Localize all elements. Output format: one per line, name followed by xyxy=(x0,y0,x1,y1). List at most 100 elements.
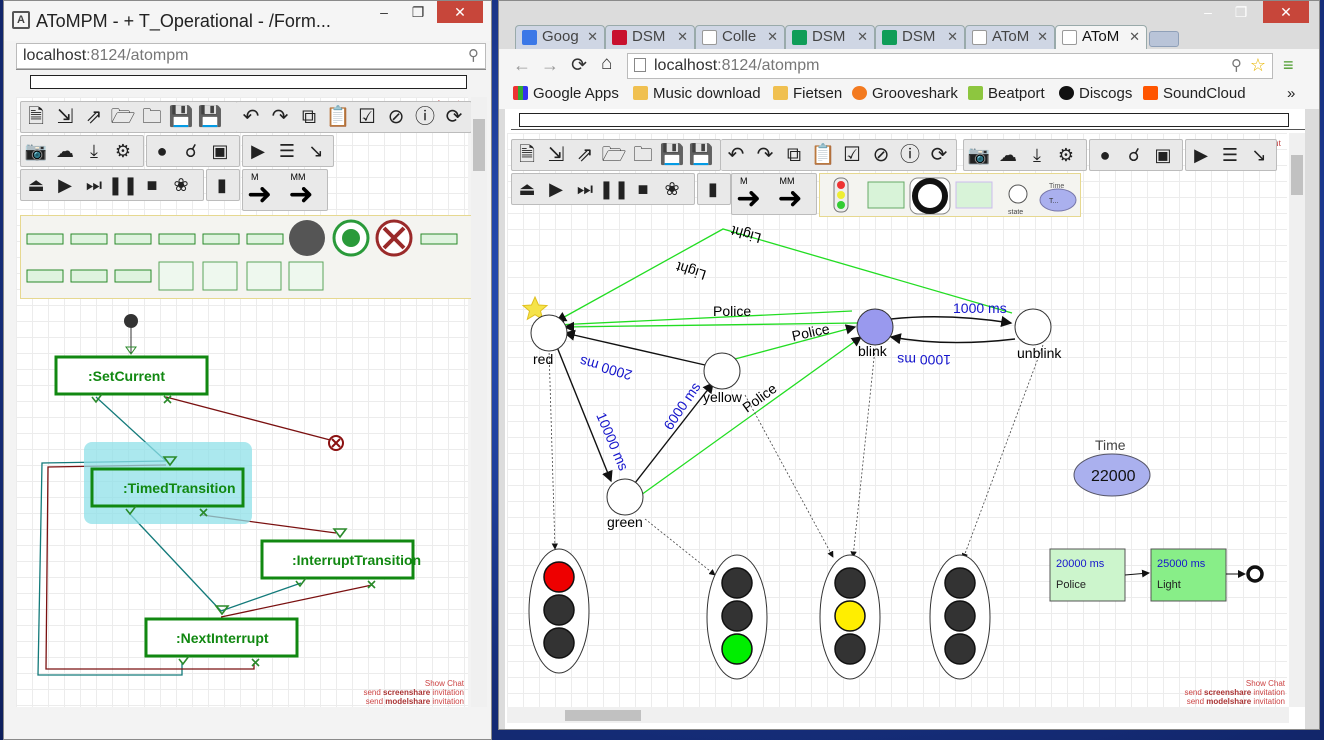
tab-1[interactable]: Goog✕ xyxy=(515,25,605,49)
layers-icon[interactable]: ☰ xyxy=(1221,145,1239,165)
chart-icon[interactable]: ▮ xyxy=(708,179,718,199)
refresh-icon[interactable]: ⟳ xyxy=(445,106,463,128)
download-icon[interactable]: ⤓ xyxy=(1033,145,1041,165)
debug-bug-icon[interactable]: ❀ xyxy=(173,175,189,195)
close-button[interactable]: ✕ xyxy=(1263,1,1309,23)
traffic-light-4[interactable] xyxy=(929,554,991,680)
m-arrow-button[interactable]: M ➜ xyxy=(734,175,773,215)
palette-block-1[interactable] xyxy=(158,261,194,291)
reload-icon[interactable]: ⟳ xyxy=(571,55,587,76)
close-tab-icon[interactable]: ✕ xyxy=(857,29,868,44)
traffic-light-2[interactable] xyxy=(706,554,768,680)
right-horizontal-scrollbar[interactable] xyxy=(507,707,1289,723)
palette-rect-icon[interactable] xyxy=(955,181,993,209)
bookmark-music-download[interactable]: Music download xyxy=(633,85,761,105)
rule-next-interrupt[interactable] xyxy=(144,617,299,658)
forward-icon[interactable]: → xyxy=(541,55,559,75)
open-folder-icon[interactable]: 🗁 xyxy=(110,106,136,128)
camera-icon[interactable]: 📷 xyxy=(967,145,991,165)
share-icon[interactable]: ☌ xyxy=(1127,145,1141,165)
chrome-menu-icon[interactable]: ≡ xyxy=(1283,55,1294,75)
right-vertical-scrollbar[interactable] xyxy=(1289,133,1305,707)
stop-icon[interactable]: ■ xyxy=(146,175,158,195)
bookmark-beatport[interactable]: Beatport xyxy=(968,85,1045,105)
shapes-icon[interactable]: ● xyxy=(1099,145,1111,165)
pause-icon[interactable]: ❚❚ xyxy=(107,175,139,195)
camera-icon[interactable]: 📷 xyxy=(24,141,48,161)
info-icon[interactable]: ⓘ xyxy=(900,144,920,166)
traffic-light-3[interactable] xyxy=(819,554,881,680)
show-chat-link[interactable]: Show Chat xyxy=(424,679,464,688)
save-as-icon[interactable]: 💾 xyxy=(197,106,223,128)
new-folder-icon[interactable]: 🗀 xyxy=(142,106,162,128)
m-arrow-button[interactable]: M ➜ xyxy=(245,171,284,211)
close-tab-icon[interactable]: ✕ xyxy=(1037,29,1048,44)
chart-icon[interactable]: ▮ xyxy=(217,175,227,195)
close-tab-icon[interactable]: ✕ xyxy=(1129,29,1140,44)
next-icon[interactable]: ▶ xyxy=(1194,145,1208,165)
tab-4[interactable]: DSM✕ xyxy=(785,25,875,49)
palette-rule-5[interactable] xyxy=(202,233,240,245)
save-as-icon[interactable]: 💾 xyxy=(688,144,714,166)
back-icon[interactable]: ← xyxy=(513,55,531,75)
export-icon[interactable]: ⇗ xyxy=(85,106,103,128)
tab-2[interactable]: DSM✕ xyxy=(605,25,695,49)
scroll-thumb[interactable] xyxy=(1291,155,1303,195)
palette-rule-9[interactable] xyxy=(70,269,108,283)
validate-icon[interactable]: ☑ xyxy=(843,144,861,166)
send-modelshare-link[interactable]: send modelshare invitation xyxy=(1159,697,1285,706)
scroll-thumb[interactable] xyxy=(565,710,641,721)
palette-state-icon[interactable] xyxy=(1008,184,1028,204)
undo-icon[interactable]: ↶ xyxy=(242,106,260,128)
palette-block-3[interactable] xyxy=(246,261,282,291)
palette-event-icon[interactable] xyxy=(867,181,905,209)
new-file-icon[interactable]: 🗎 xyxy=(518,144,536,166)
palette-rule-1[interactable] xyxy=(26,233,64,245)
minimize-button[interactable]: – xyxy=(1204,4,1212,20)
undo-icon[interactable]: ↶ xyxy=(727,144,745,166)
bookmarks-more-button[interactable]: » xyxy=(1287,85,1296,102)
time-value-ellipse[interactable] xyxy=(1073,453,1151,497)
step-in-icon[interactable]: ↘ xyxy=(308,141,324,161)
tab-7-active[interactable]: AToM✕ xyxy=(1055,25,1147,49)
window-layout-icon[interactable]: ▣ xyxy=(1154,145,1172,165)
new-tab-button[interactable] xyxy=(1149,31,1179,47)
send-screenshare-link[interactable]: send screenshare invitation xyxy=(344,688,464,697)
play-icon[interactable]: ▶ xyxy=(58,175,72,195)
bookmark-grooveshark[interactable]: Grooveshark xyxy=(852,85,958,105)
bookmark-star-icon[interactable]: ☆ xyxy=(1249,55,1266,75)
send-modelshare-link[interactable]: send modelshare invitation xyxy=(344,697,464,706)
left-dev-console-input[interactable] xyxy=(30,75,467,89)
palette-start-node[interactable] xyxy=(289,220,325,256)
download-icon[interactable]: ⤓ xyxy=(90,141,98,161)
palette-rule-2[interactable] xyxy=(70,233,108,245)
open-folder-icon[interactable]: 🗁 xyxy=(601,144,627,166)
pause-icon[interactable]: ❚❚ xyxy=(598,179,630,199)
palette-rule-4[interactable] xyxy=(158,233,196,245)
bookmark-fietsen[interactable]: Fietsen xyxy=(773,85,842,105)
maximize-button[interactable]: ❐ xyxy=(1234,4,1248,20)
state-red[interactable] xyxy=(530,314,568,352)
close-tab-icon[interactable]: ✕ xyxy=(767,29,778,44)
layers-icon[interactable]: ☰ xyxy=(278,141,296,161)
load-icon[interactable]: ⇲ xyxy=(547,144,565,166)
search-zoom-icon[interactable]: ⚲ xyxy=(1231,57,1242,74)
tab-6[interactable]: AToM✕ xyxy=(965,25,1055,49)
traffic-light-1[interactable] xyxy=(528,548,590,674)
load-icon[interactable]: ⇲ xyxy=(56,106,74,128)
mm-arrow-button[interactable]: MM ➜ xyxy=(287,171,326,211)
debug-bug-icon[interactable]: ❀ xyxy=(664,179,680,199)
event-light[interactable] xyxy=(1150,548,1227,602)
redo-icon[interactable]: ↷ xyxy=(271,106,289,128)
eject-icon[interactable]: ⏏ xyxy=(518,179,536,199)
maximize-button[interactable]: ❐ xyxy=(411,4,425,20)
settings-gear-icon[interactable]: ⚙ xyxy=(114,141,132,161)
close-tab-icon[interactable]: ✕ xyxy=(587,29,598,44)
shapes-icon[interactable]: ● xyxy=(156,141,168,161)
palette-rule-8[interactable] xyxy=(26,269,64,283)
palette-rule-7[interactable] xyxy=(420,233,458,245)
new-folder-icon[interactable]: 🗀 xyxy=(633,144,653,166)
paste-icon[interactable]: 📋 xyxy=(325,106,351,128)
event-police[interactable] xyxy=(1049,548,1126,602)
state-unblink[interactable] xyxy=(1014,308,1052,346)
